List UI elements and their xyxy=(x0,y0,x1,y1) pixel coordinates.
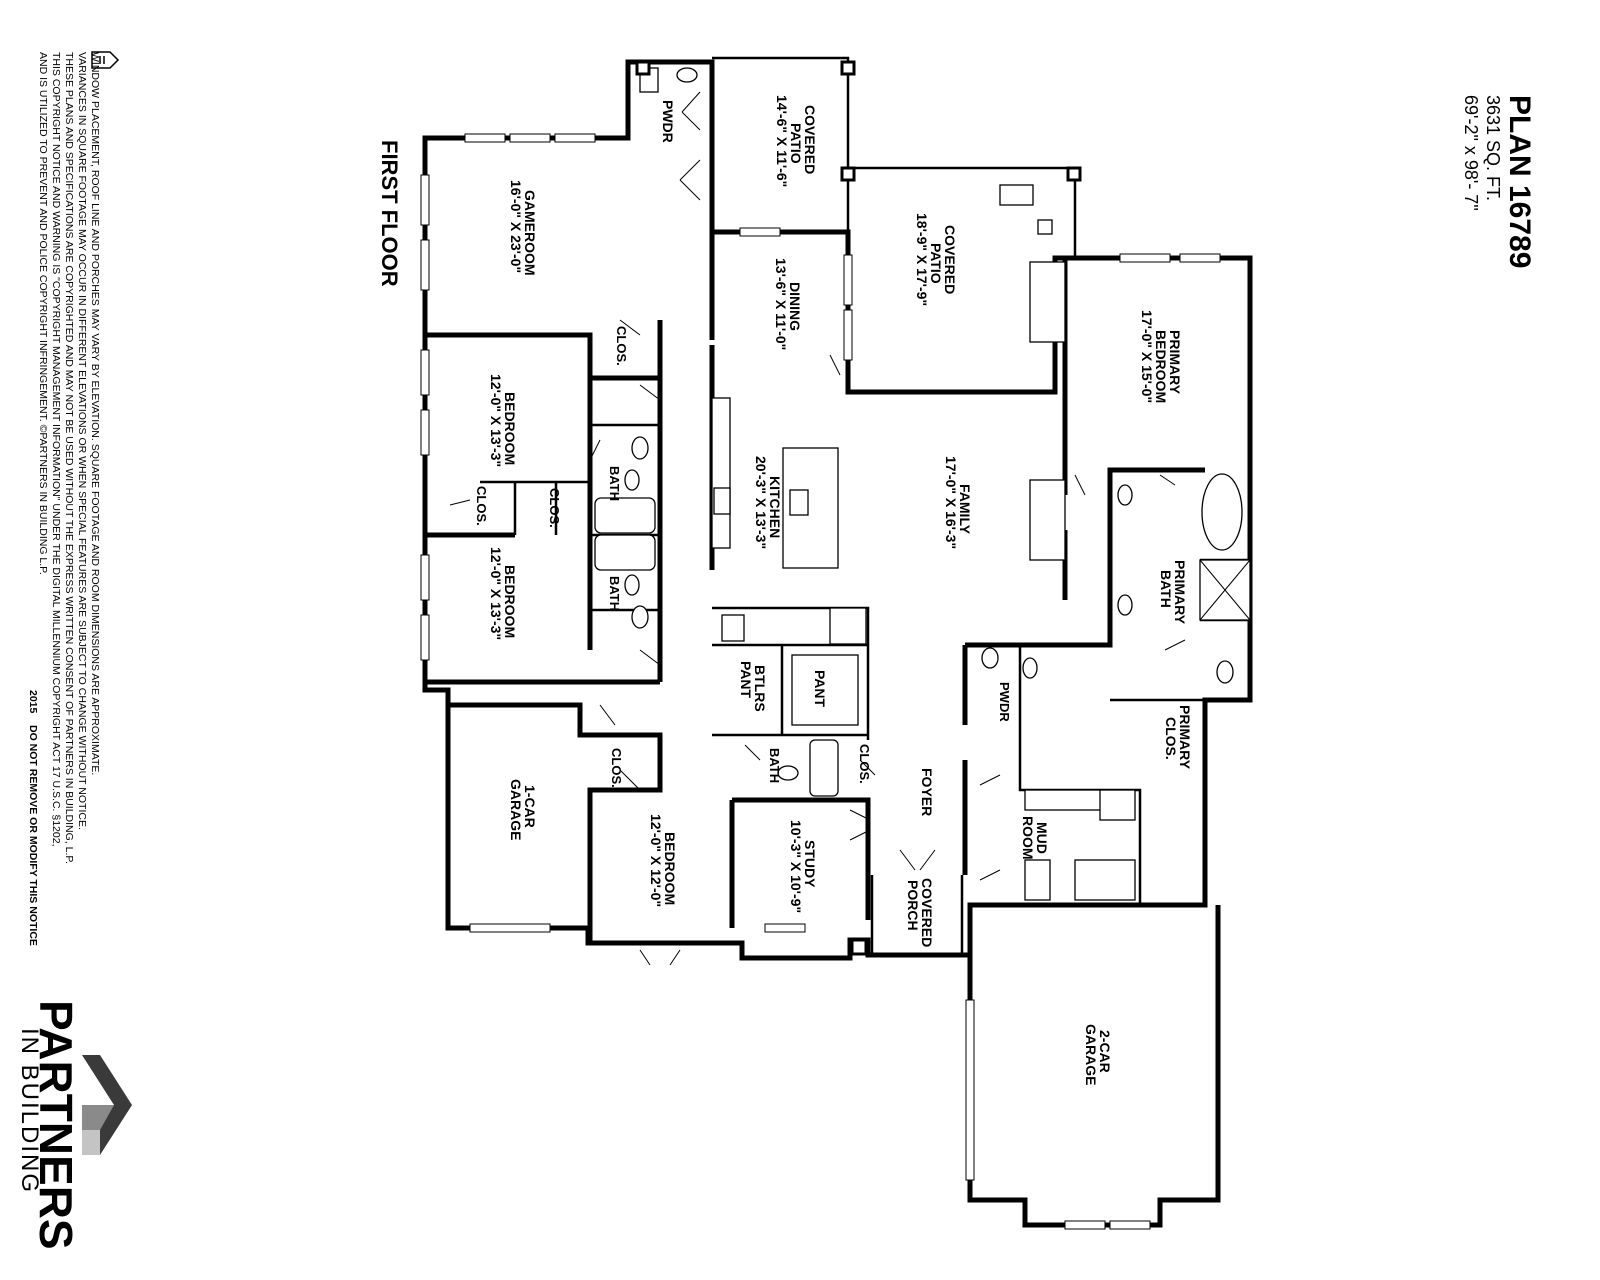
room-label: COVERED xyxy=(919,878,935,947)
title-block: PLAN 16789 3631 SQ. FT. 69'-2" x 98'- 7" xyxy=(1461,95,1536,268)
plan-dimensions: 69'-2" x 98'- 7" xyxy=(1461,95,1481,211)
room-primary-bath: PRIMARY BATH xyxy=(1158,560,1188,625)
room-label: BEDROOM xyxy=(1153,330,1169,403)
room-label: COVERED xyxy=(942,225,958,294)
plan-title: PLAN 16789 xyxy=(1503,95,1536,268)
room-label: PATIO xyxy=(928,243,944,284)
notice-year: 2015 xyxy=(27,690,39,714)
room-label: PRIMARY xyxy=(1172,560,1188,625)
notice-line-1: WINDOW PLACEMENT, ROOF LINE AND PORCHES … xyxy=(89,52,101,775)
room-label: BEDROOM xyxy=(662,832,678,905)
room-size: 17'-0" X 15'-0" xyxy=(1139,310,1155,403)
logo-in-building-text: IN BUILDING xyxy=(16,1028,43,1194)
room-primary-clos: PRIMARY CLOS. xyxy=(1163,705,1193,770)
room-label: PRIMARY xyxy=(1167,330,1183,395)
partners-in-building-logo: PARTNERS IN BUILDING xyxy=(16,1000,132,1250)
room-pwdr-mid: PWDR xyxy=(997,682,1012,722)
room-label: PORCH xyxy=(905,880,921,931)
room-label: ROOM xyxy=(1020,816,1036,860)
room-mud-room: MUD ROOM xyxy=(1020,816,1050,860)
room-size: 20'-3" X 13'-3" xyxy=(753,456,769,549)
room-labels: COVERED PATIO 14'-6" X 11'-6" PWDR COVER… xyxy=(474,95,1193,1085)
room-size: 18'-9" X 17'-9" xyxy=(914,213,930,306)
room-size: 12'-0" X 13'-3" xyxy=(488,374,504,467)
notice-warning: DO NOT REMOVE OR MODIFY THIS NOTICE xyxy=(27,725,39,946)
logo-chevron-light xyxy=(82,1130,100,1155)
room-label: GAMEROOM xyxy=(522,190,538,276)
notice-line-3: THESE PLANS AND SPECIFICATIONS ARE COPYR… xyxy=(63,52,75,864)
room-covered-patio-small: COVERED PATIO 14'-6" X 11'-6" xyxy=(774,95,818,187)
notice-line-5: AND IS UTILIZED TO PREVENT AND POLICE CO… xyxy=(37,52,49,575)
room-label: COVERED xyxy=(802,105,818,174)
room-bath-2: BATH xyxy=(607,576,622,611)
room-bath-1: BATH xyxy=(607,466,622,501)
room-gameroom: GAMEROOM 16'-0" X 23'-0" xyxy=(508,180,538,276)
room-size: 12'-0" X 12'-0" xyxy=(648,814,664,907)
room-clos-4: CLOS. xyxy=(857,744,872,784)
plan-square-footage: 3631 SQ. FT. xyxy=(1483,95,1503,201)
room-label: PANT xyxy=(738,661,754,699)
logo-partners-text: PARTNERS xyxy=(30,1000,82,1250)
room-label: BATH xyxy=(1158,570,1174,608)
room-study: STUDY 10'-3" X 10'-9" xyxy=(788,820,818,913)
room-primary-bedroom: PRIMARY BEDROOM 17'-0" X 15'-0" xyxy=(1139,310,1183,403)
room-clos-2: CLOS. xyxy=(547,488,562,528)
room-label: STUDY xyxy=(802,840,818,888)
room-size: 16'-0" X 23'-0" xyxy=(508,180,524,273)
room-clos-gameroom: CLOS. xyxy=(614,326,629,366)
room-label: FAMILY xyxy=(957,484,973,535)
room-family: FAMILY 17'-0" X 16'-3" xyxy=(943,456,973,549)
room-covered-patio-large: COVERED PATIO 18'-9" X 17'-9" xyxy=(914,213,958,306)
room-pwdr-top: PWDR xyxy=(660,100,676,143)
room-garage-1: 1-CAR GARAGE xyxy=(508,779,538,840)
room-label: DINING xyxy=(787,282,803,331)
room-garage-2: 2-CAR GARAGE xyxy=(1083,1024,1113,1085)
room-label: BEDROOM xyxy=(502,392,518,465)
notice-line-2: VARIANCES IN SQUARE FOOTAGE MAY OCCUR IN… xyxy=(76,52,88,830)
notice-line-4: THIS COPYRIGHT NOTICE AND WARNING IS "CO… xyxy=(50,52,62,847)
room-label: GARAGE xyxy=(508,779,524,840)
room-label: PATIO xyxy=(788,123,804,164)
doors xyxy=(449,91,1186,966)
room-pant: PANT xyxy=(812,670,828,708)
fixtures xyxy=(594,60,1251,956)
room-kitchen: KITCHEN 20'-3" X 13'-3" xyxy=(753,456,783,549)
room-label: KITCHEN xyxy=(767,476,783,538)
room-clos-1: CLOS. xyxy=(474,486,489,526)
room-foyer: FOYER xyxy=(919,768,935,816)
room-covered-porch: COVERED PORCH xyxy=(905,878,935,947)
floor-label: FIRST FLOOR xyxy=(377,140,402,287)
room-size: 12'-0" X 13'-3" xyxy=(488,547,504,640)
logo-chevron-mid xyxy=(82,1105,114,1130)
room-label: CLOS. xyxy=(1163,717,1179,760)
room-label: BTLRS xyxy=(752,665,768,712)
room-btlrs-pant: BTLRS PANT xyxy=(738,661,768,712)
windows xyxy=(420,133,1221,1230)
room-size: 17'-0" X 16'-3" xyxy=(943,456,959,549)
room-bedroom-2: BEDROOM 12'-0" X 13'-3" xyxy=(488,547,518,640)
room-label: MUD xyxy=(1034,822,1050,854)
room-clos-3: CLOS. xyxy=(609,748,624,788)
room-bath-3: BATH xyxy=(767,748,782,783)
equal-housing-icon xyxy=(91,51,120,69)
room-label: 1-CAR xyxy=(522,785,538,828)
logo-chevron-dark xyxy=(82,1055,132,1155)
room-label: BEDROOM xyxy=(502,565,518,638)
room-dining: DINING 13'-6" X 11'-0" xyxy=(773,258,803,350)
room-size: 10'-3" X 10'-9" xyxy=(788,820,804,913)
copyright-notice: WINDOW PLACEMENT, ROOF LINE AND PORCHES … xyxy=(27,51,120,946)
room-label: GARAGE xyxy=(1083,1024,1099,1085)
room-bedroom-3: BEDROOM 12'-0" X 12'-0" xyxy=(648,814,678,907)
room-label: 2-CAR xyxy=(1097,1030,1113,1073)
room-bedroom-1: BEDROOM 12'-0" X 13'-3" xyxy=(488,374,518,467)
room-label: PRIMARY xyxy=(1177,705,1193,770)
room-size: 13'-6" X 11'-0" xyxy=(773,258,789,350)
room-size: 14'-6" X 11'-6" xyxy=(774,95,790,187)
